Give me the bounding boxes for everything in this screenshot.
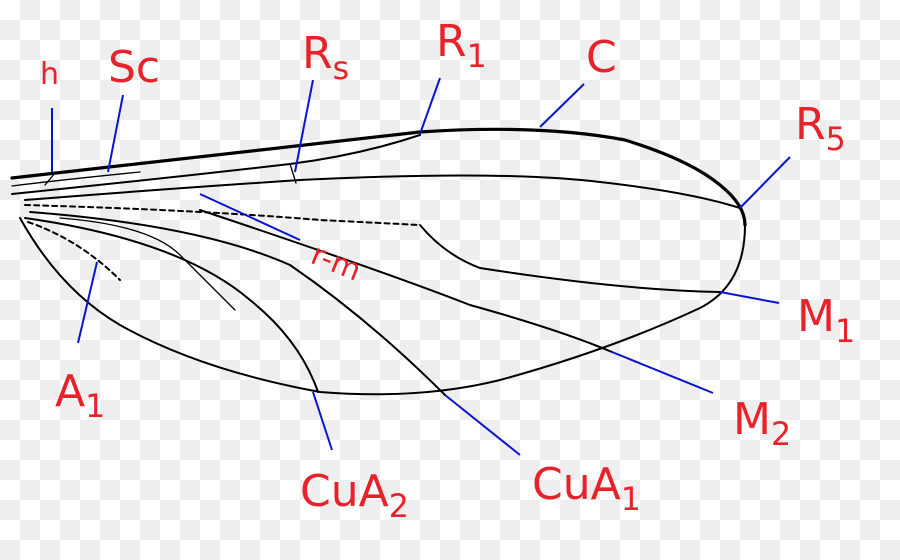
wing-outline (19, 217, 746, 396)
label-cua2: CuA2 (300, 466, 409, 526)
subcosta-vein (11, 171, 141, 187)
leader-a1 (77, 261, 98, 344)
label-r1: R1 (436, 16, 487, 76)
m2-vein (199, 209, 613, 353)
leader-rs (294, 79, 314, 173)
label-h: h (40, 57, 60, 92)
leader-m1 (719, 291, 780, 304)
label-sc: Sc (108, 42, 161, 93)
r1-vein (11, 134, 421, 195)
label-rs: Rs (302, 28, 350, 88)
leader-sc (107, 94, 124, 173)
label-a1: A1 (55, 366, 106, 426)
anal-fold-line (59, 217, 236, 311)
humeral-vein (44, 172, 56, 186)
a1-vein (27, 221, 121, 281)
costa-vein (10, 127, 747, 227)
leader-r5 (739, 156, 791, 209)
leader-rm (199, 193, 301, 241)
cua1-vein (29, 211, 446, 396)
label-m2: M2 (733, 394, 792, 454)
r5-vein (24, 174, 741, 209)
label-c: C (586, 32, 617, 83)
label-r5: R5 (795, 99, 846, 159)
cua2-vein (24, 217, 319, 393)
leader-cua1 (444, 394, 521, 456)
label-cua1: CuA1 (532, 459, 641, 519)
leader-r1 (419, 77, 441, 135)
leader-m2 (611, 351, 714, 394)
leader-cua2 (312, 391, 333, 451)
leader-c (539, 83, 585, 128)
m1-vein (419, 224, 721, 293)
label-m1: M1 (797, 291, 856, 351)
m-stem-vein (24, 204, 421, 226)
